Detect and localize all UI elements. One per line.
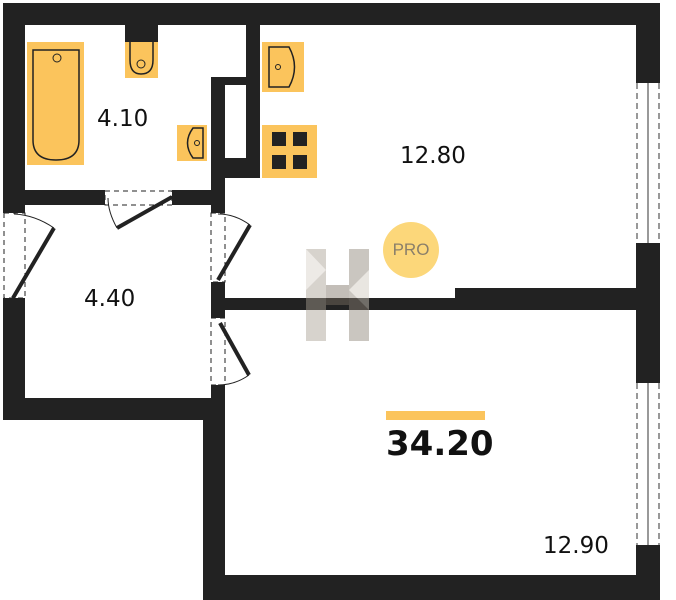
windows [636, 83, 660, 545]
total-area: 34.20 [386, 424, 494, 464]
walls [3, 3, 660, 600]
sink-icon [177, 125, 207, 161]
stove-icon [262, 125, 317, 178]
room-area-kitchen: 12.80 [400, 143, 466, 169]
area-accent-bar [386, 411, 485, 420]
room-area-hallway: 4.40 [84, 286, 136, 312]
doors [3, 190, 252, 386]
toilet-icon [125, 25, 158, 78]
bathtub-icon [27, 42, 84, 165]
pro-badge: PRO [383, 222, 439, 278]
kitchen-sink-icon [262, 42, 304, 92]
watermark-logo [306, 249, 369, 341]
room-area-bathroom: 4.10 [97, 106, 149, 132]
room-area-living-room: 12.90 [543, 533, 609, 559]
